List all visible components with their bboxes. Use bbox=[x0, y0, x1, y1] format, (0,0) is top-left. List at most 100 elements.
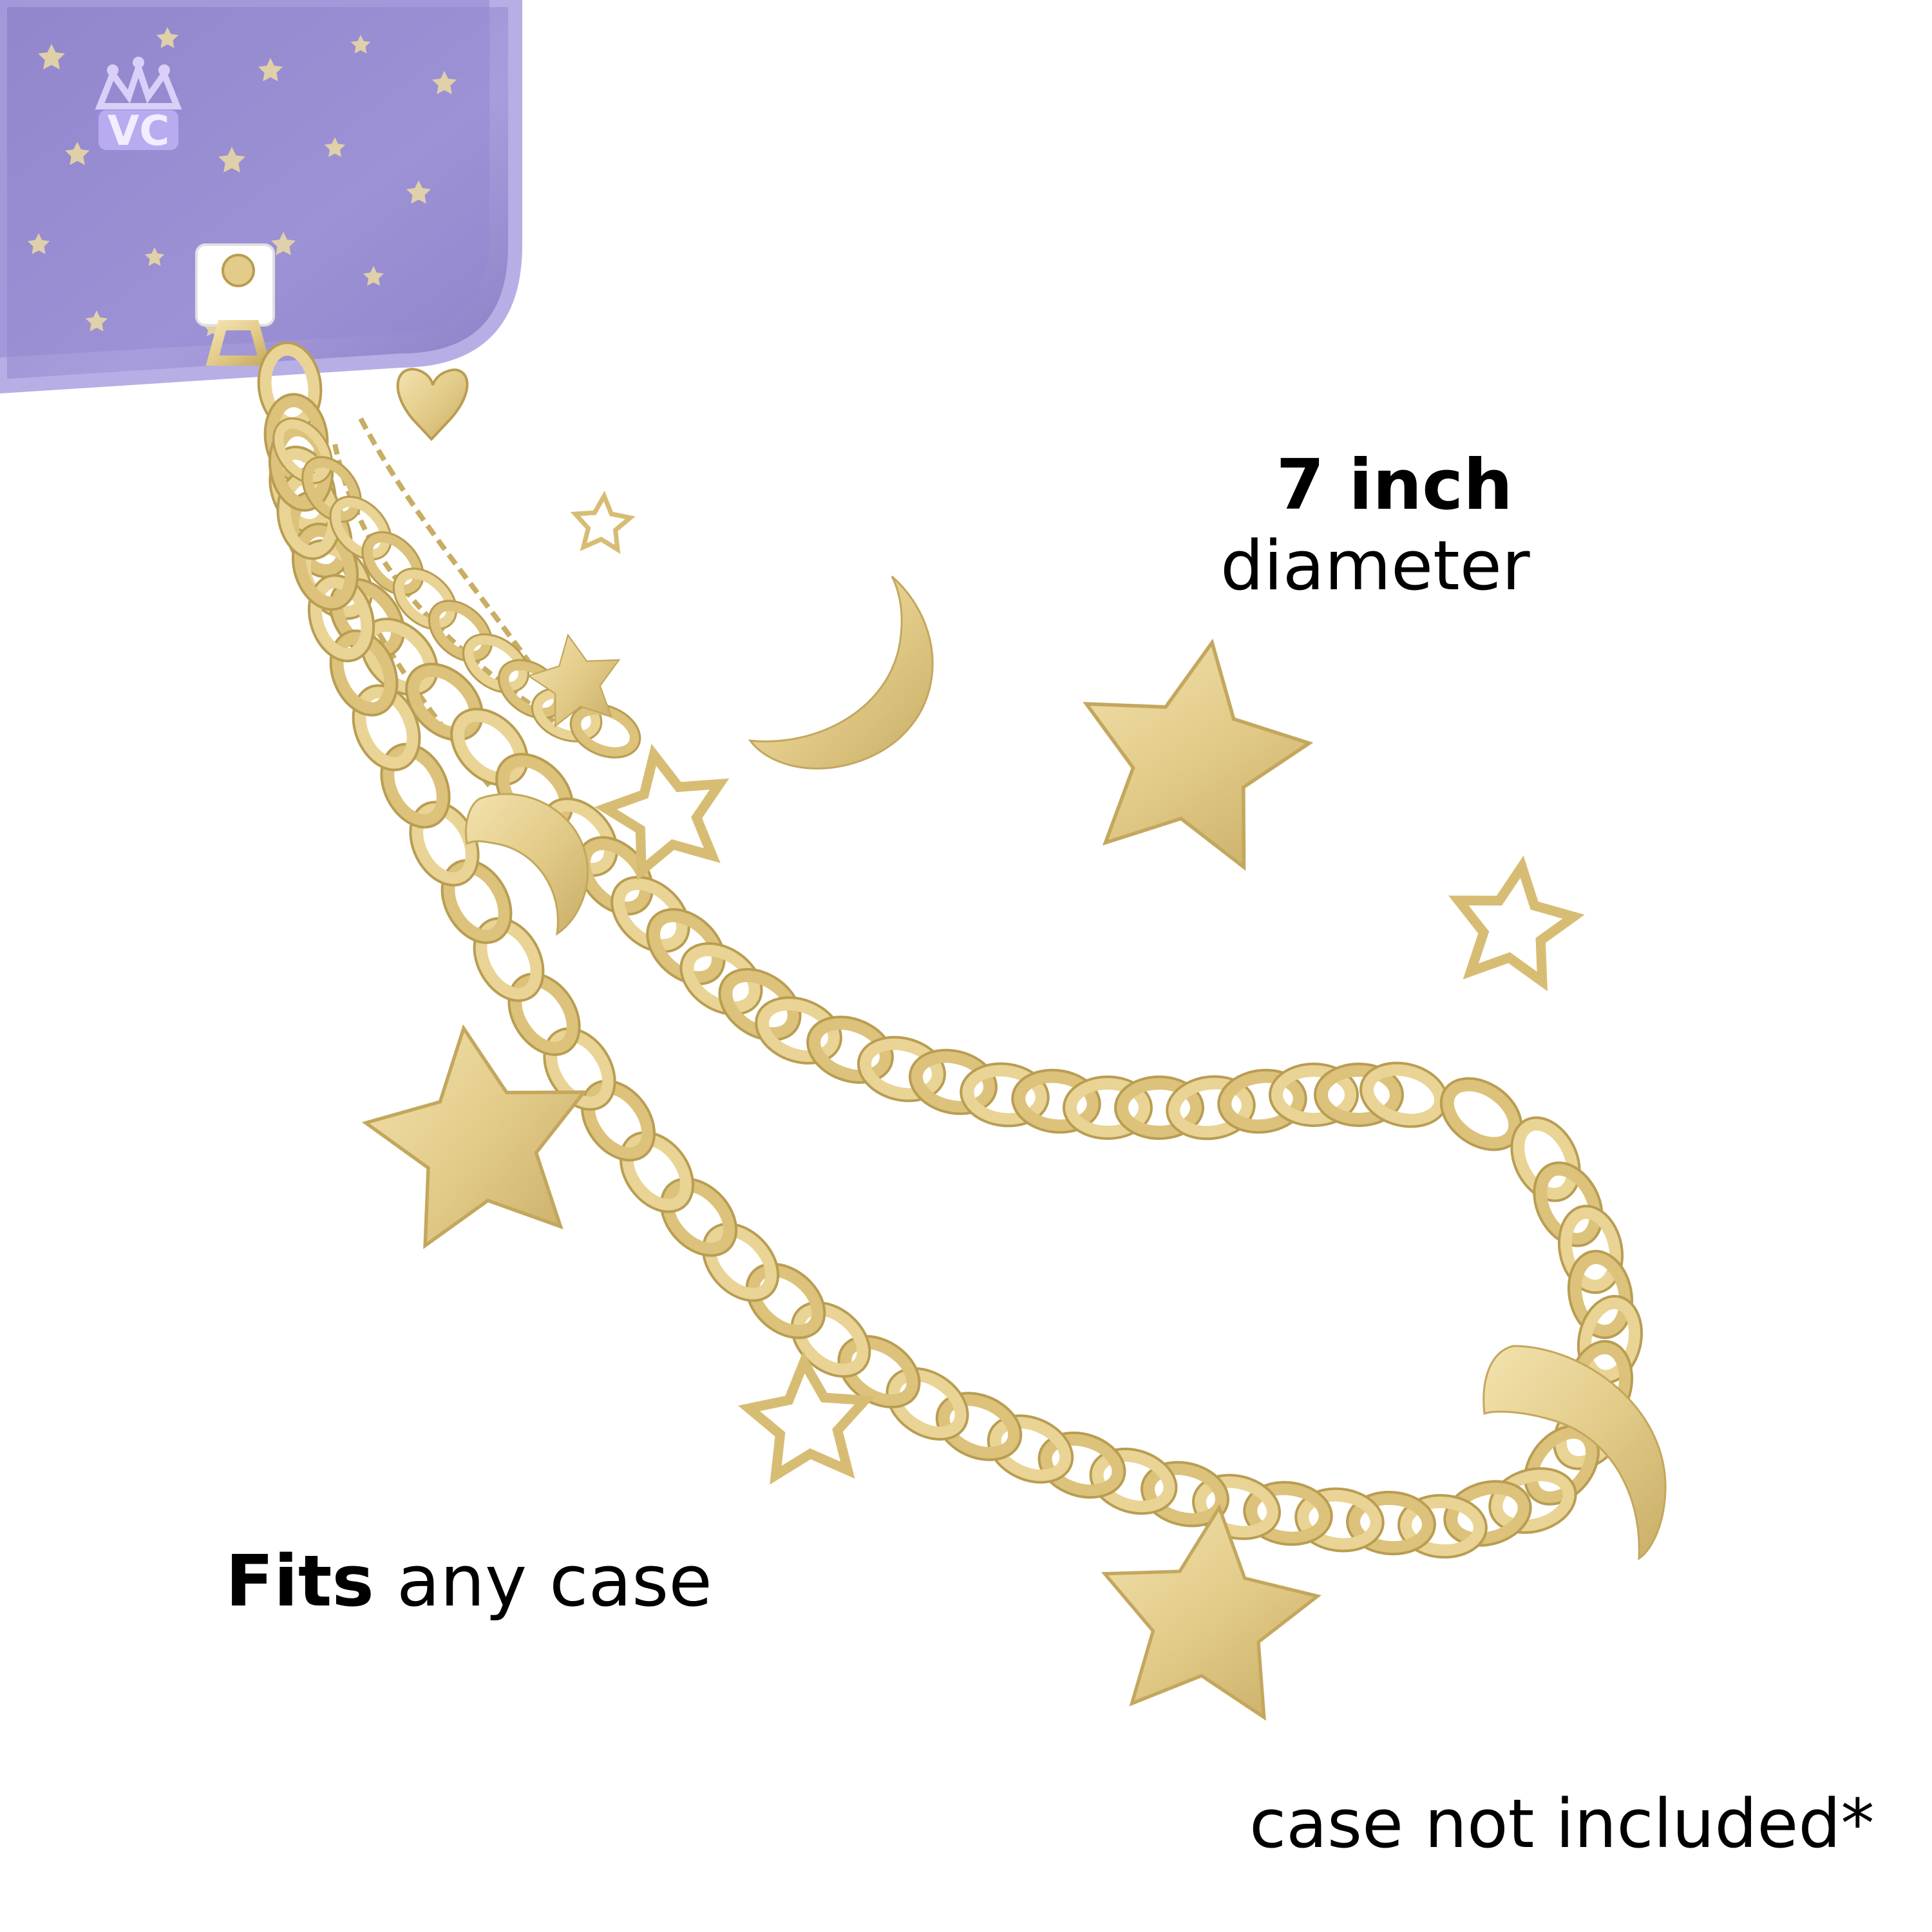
chain-link bbox=[429, 600, 492, 662]
chain-link bbox=[302, 457, 361, 522]
star-icon bbox=[573, 494, 632, 550]
chain-link-edge bbox=[1397, 1493, 1488, 1559]
chain-link bbox=[463, 634, 529, 693]
chain-link bbox=[1568, 1251, 1633, 1338]
chain-link-edge bbox=[745, 1262, 826, 1340]
chain-link bbox=[988, 1416, 1073, 1482]
chain-link bbox=[577, 837, 653, 914]
chain-link-edge bbox=[440, 859, 513, 944]
chain-link bbox=[381, 744, 450, 828]
chain-link-edge bbox=[755, 996, 842, 1065]
chain-link-edge bbox=[909, 1048, 998, 1115]
chain-link bbox=[681, 943, 762, 1015]
fits-rest-text: any case bbox=[374, 1540, 712, 1622]
chain-link bbox=[509, 974, 580, 1055]
chain-link-edge bbox=[1533, 1161, 1604, 1247]
diameter-label: 7 inch diameter bbox=[1220, 451, 1530, 600]
chain-link-edge bbox=[1037, 1431, 1126, 1499]
chain-link bbox=[544, 1028, 615, 1110]
chain-link bbox=[1193, 1475, 1280, 1539]
chain-link bbox=[1558, 1206, 1623, 1293]
chain-link bbox=[582, 1081, 655, 1160]
chain-link-edge bbox=[886, 1367, 969, 1441]
chain-link bbox=[273, 418, 332, 484]
chain-link-edge bbox=[307, 574, 375, 663]
chain-link bbox=[887, 1368, 968, 1440]
chain-link bbox=[838, 1336, 920, 1408]
chain-link-edge bbox=[619, 1131, 695, 1213]
charms bbox=[355, 494, 1667, 1721]
chain-link-edge bbox=[659, 1177, 738, 1257]
phone-case: VC bbox=[0, 0, 522, 394]
chain-link bbox=[1444, 1481, 1531, 1546]
diameter-unit: diameter bbox=[1220, 526, 1530, 605]
chain-link bbox=[1511, 1117, 1580, 1201]
chain-link-edge bbox=[1114, 1075, 1204, 1140]
chain-link bbox=[451, 708, 528, 786]
chain-link bbox=[620, 1132, 694, 1212]
chain-link-edge bbox=[1166, 1075, 1256, 1141]
chain-link bbox=[308, 575, 374, 661]
chain-link bbox=[1441, 1078, 1522, 1150]
moon-icon bbox=[465, 793, 589, 936]
chain-link-edge bbox=[701, 1222, 780, 1302]
chain-link bbox=[808, 1016, 893, 1083]
chain-link bbox=[353, 685, 420, 770]
chain-link-edge bbox=[857, 1036, 946, 1103]
chain-link bbox=[1167, 1076, 1255, 1139]
chain-link bbox=[719, 969, 800, 1041]
chain-link-edge bbox=[790, 1301, 871, 1378]
chain-link bbox=[571, 704, 640, 758]
chain-link-edge bbox=[405, 663, 484, 741]
chain-link-edge bbox=[1217, 1068, 1307, 1134]
chain-link-edge bbox=[329, 629, 399, 717]
chain-link bbox=[756, 997, 841, 1064]
chain-link bbox=[791, 1302, 870, 1377]
chain-link-edge bbox=[507, 972, 581, 1056]
chain-link-edge bbox=[987, 1414, 1074, 1484]
case-logo-text: VC bbox=[108, 108, 170, 155]
chain-link bbox=[647, 909, 724, 985]
chain-link-edge bbox=[1141, 1461, 1229, 1528]
chain-link bbox=[703, 1224, 779, 1301]
moon-icon bbox=[1482, 1345, 1667, 1560]
chain-link bbox=[1270, 1064, 1358, 1126]
chain-link bbox=[1399, 1495, 1486, 1558]
chain-link-edge bbox=[1488, 1467, 1577, 1534]
chain-link bbox=[1296, 1488, 1383, 1551]
chain-link bbox=[474, 918, 544, 1001]
chain-link-edge bbox=[960, 1062, 1050, 1128]
chain-link-edge bbox=[301, 456, 362, 523]
fits-bold-text: Fits bbox=[225, 1540, 374, 1622]
chain-link bbox=[1012, 1070, 1100, 1133]
heart-charm bbox=[396, 368, 469, 441]
chain-link-edge bbox=[580, 1079, 656, 1162]
chain-link bbox=[936, 1393, 1021, 1460]
chain-link bbox=[330, 497, 392, 560]
chain-link-edge bbox=[1567, 1249, 1634, 1340]
chain-link-edge bbox=[646, 908, 726, 985]
chain-link bbox=[406, 663, 483, 741]
chain-link-edge bbox=[679, 942, 763, 1016]
chain-link-edge bbox=[1346, 1490, 1436, 1556]
chain-link-edge bbox=[1443, 1480, 1532, 1547]
chain-link-edge bbox=[1557, 1204, 1624, 1294]
chain-link bbox=[1218, 1070, 1306, 1133]
moon-icon bbox=[748, 575, 934, 770]
chain-link-edge bbox=[1294, 1487, 1385, 1553]
chain-link-edge bbox=[380, 743, 451, 829]
chain-link-edge bbox=[718, 968, 802, 1041]
chain-link bbox=[1534, 1162, 1602, 1246]
chain-link-edge bbox=[1510, 1116, 1581, 1202]
chain-link bbox=[909, 1050, 997, 1114]
star-icon bbox=[1063, 623, 1323, 875]
chain-link bbox=[1064, 1077, 1151, 1139]
chain-link bbox=[612, 876, 689, 952]
chain-link bbox=[1090, 1448, 1177, 1514]
chain-link bbox=[1244, 1482, 1332, 1545]
chain-link bbox=[1347, 1492, 1435, 1555]
fits-label: Fits any case bbox=[225, 1546, 712, 1616]
chain-link bbox=[292, 524, 358, 610]
chain-link-edge bbox=[1243, 1481, 1333, 1546]
